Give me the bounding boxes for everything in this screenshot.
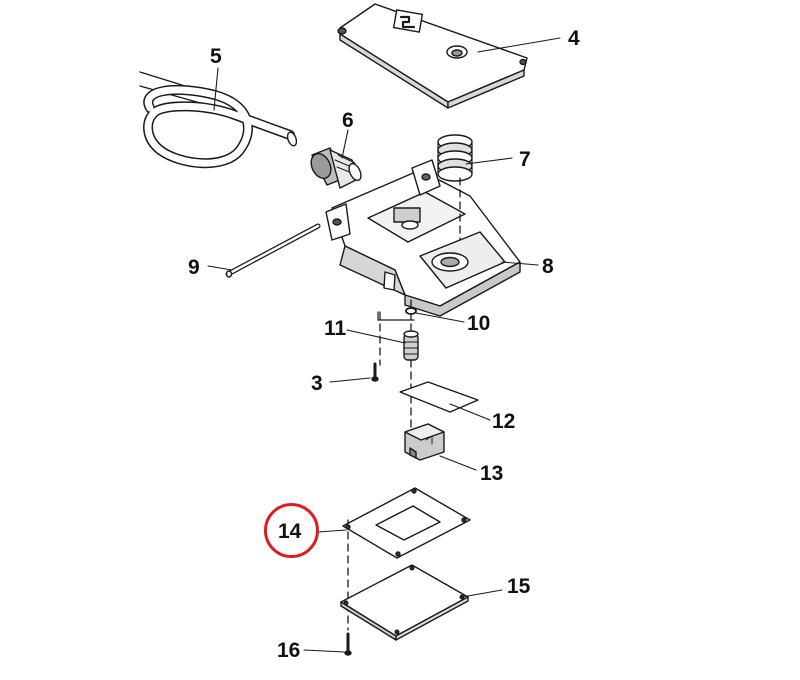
part-8-valve-body (325, 159, 521, 317)
leader-9 (207, 265, 233, 271)
part-12-gasket (399, 381, 479, 413)
bracket-line (377, 311, 415, 321)
leader-15 (461, 589, 503, 598)
leader-13 (439, 455, 477, 471)
part-5-hose (139, 71, 298, 169)
callout-5: 5 (210, 45, 222, 68)
part-16-screw (344, 632, 352, 656)
leader-4 (477, 37, 561, 53)
part-4-cover-plate (337, 3, 528, 109)
leader-11 (346, 329, 406, 344)
leader-12 (449, 403, 491, 421)
part-9-pin (225, 223, 321, 278)
part-7-spring (437, 134, 473, 182)
part-3-screw (371, 362, 379, 382)
part-13-block (404, 423, 445, 461)
callout-15: 15 (507, 575, 531, 598)
callout-4: 4 (568, 27, 580, 50)
part-14-window-gasket (342, 487, 471, 559)
callout-10: 10 (467, 312, 491, 335)
callout-8: 8 (542, 255, 554, 278)
callout-11: 11 (324, 317, 347, 340)
part-15-plate (340, 564, 469, 641)
leader-16 (303, 649, 345, 653)
leader-lines (207, 37, 561, 653)
leader-3 (329, 377, 371, 383)
callout-12: 12 (492, 410, 516, 433)
leader-6 (341, 129, 349, 159)
callout-3: 3 (311, 372, 323, 395)
part-10-o-ring (405, 307, 417, 315)
leader-5 (213, 67, 219, 111)
callout-6: 6 (342, 109, 354, 132)
leader-8 (501, 261, 539, 266)
highlight-circle (264, 503, 319, 558)
callout-16: 16 (277, 639, 301, 662)
callout-13: 13 (480, 462, 504, 485)
part-6-fitting (310, 147, 362, 189)
leader-10 (415, 312, 465, 323)
callout-9: 9 (188, 256, 200, 279)
leader-14 (317, 529, 347, 533)
part-11-valve-stem (403, 330, 419, 361)
assembly-lines (347, 177, 461, 631)
leader-7 (465, 157, 513, 165)
callout-7: 7 (519, 148, 531, 171)
